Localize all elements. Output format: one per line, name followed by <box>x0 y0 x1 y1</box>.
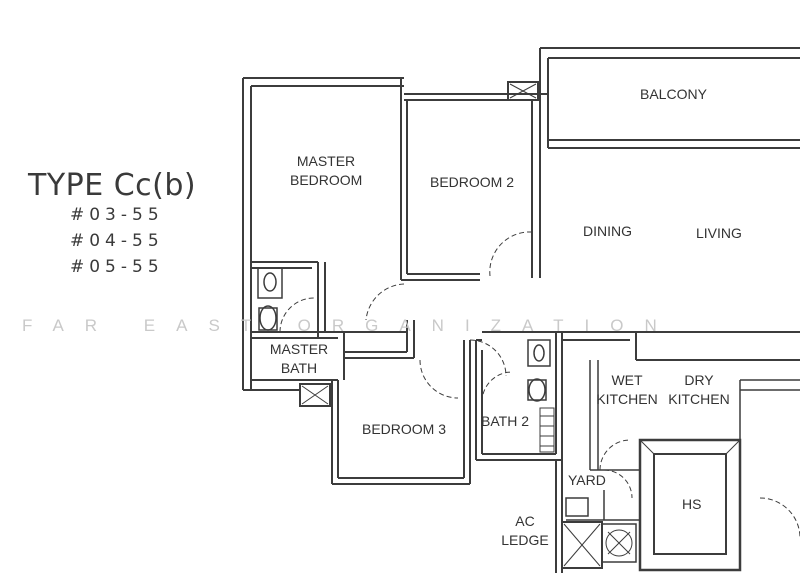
hs-inner <box>653 453 727 555</box>
bath2-shower <box>539 407 555 453</box>
door-bath2 <box>481 371 513 403</box>
room-label-wet-kitchen: WET KITCHEN <box>596 372 658 407</box>
door-bedroom2 <box>489 231 533 277</box>
room-label-master-bedroom: MASTER BEDROOM <box>290 153 363 188</box>
wall-bedroom2-east <box>531 94 541 278</box>
hs-outer <box>638 438 742 572</box>
door-master-bath <box>279 297 315 333</box>
window-bay-top <box>507 81 539 101</box>
master-bath-window <box>299 383 331 407</box>
room-label-bedroom-2: BEDROOM 2 <box>430 174 515 190</box>
room-label-bedroom-3: BEDROOM 3 <box>362 421 447 437</box>
outer-wall-west <box>242 78 252 390</box>
room-label-yard: YARD <box>568 472 606 488</box>
washer-box <box>601 523 637 563</box>
door-master <box>365 283 405 321</box>
room-label-master-bath: MASTER BATH <box>269 341 329 376</box>
unit-number: #04-55 <box>70 231 164 251</box>
room-label-ac-ledge: AC LEDGE <box>501 513 549 548</box>
bath2-walls <box>475 331 563 461</box>
room-label-dining: DINING <box>583 223 632 239</box>
yard-sink <box>565 497 589 517</box>
wall-bedroom2-south <box>401 273 480 281</box>
door-hs <box>759 497 800 539</box>
bath2-wc-icon <box>527 379 547 401</box>
room-label-dry-kitchen: DRY KITCHEN <box>668 372 730 407</box>
door-kitchen <box>599 439 631 471</box>
door-bedroom3 <box>469 339 507 377</box>
watermark: FAR EAST ORGANIZATION <box>22 316 678 335</box>
door-corridor <box>419 359 459 399</box>
room-label-hs: HS <box>682 496 702 512</box>
unit-type-title: TYPE Cc(b) <box>28 168 197 203</box>
balcony-outline <box>539 47 800 149</box>
unit-number: #05-55 <box>70 257 164 277</box>
yard-walls <box>566 490 640 521</box>
east-partitions <box>739 379 800 440</box>
outer-wall-north-master <box>243 77 404 87</box>
kitchen-counter <box>589 360 640 471</box>
room-label-living: LIVING <box>696 225 742 241</box>
corridor-walls <box>325 320 415 359</box>
unit-number: #03-55 <box>70 205 164 225</box>
room-label-balcony: BALCONY <box>640 86 707 102</box>
bedroom3-walls <box>331 340 471 485</box>
master-basin-icon <box>257 267 283 299</box>
door-yard <box>603 469 633 499</box>
bath2-basin-icon <box>527 339 551 367</box>
room-label-bath-2: BATH 2 <box>481 413 529 429</box>
kitchen-walls <box>555 331 800 573</box>
wall-master-south <box>251 261 318 269</box>
wall-master-bedroom2 <box>400 78 408 280</box>
